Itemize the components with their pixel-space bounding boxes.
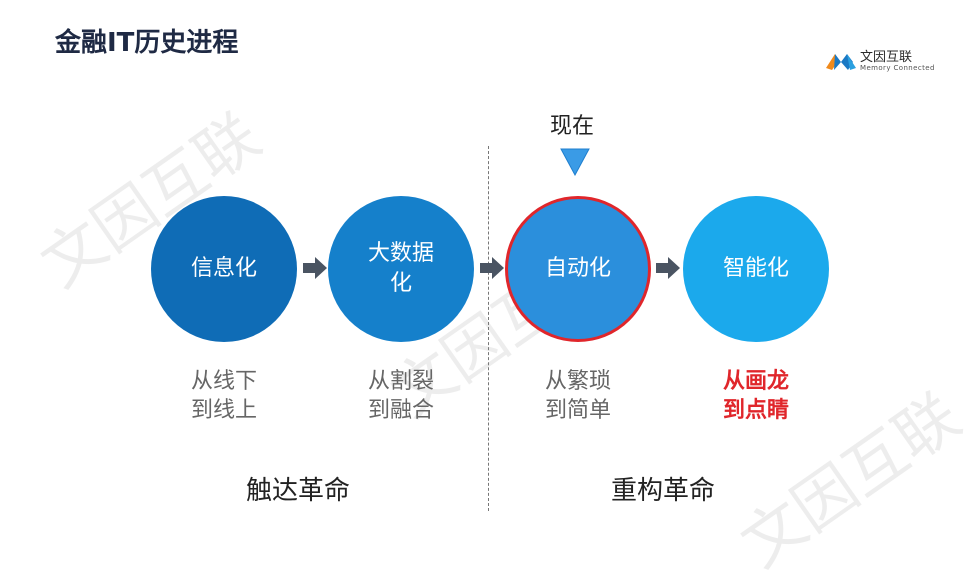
arrow-right-icon <box>303 257 327 279</box>
stage-description: 从线下 到线上 <box>190 369 257 423</box>
era-divider <box>488 146 489 511</box>
now-marker-icon <box>560 148 590 176</box>
revolution-label-reach: 触达革命 <box>246 476 351 506</box>
logo-tagline: Memory Connected <box>860 64 935 72</box>
stage-big-data: 大数据化 <box>328 196 474 342</box>
logo-icon <box>826 54 856 70</box>
now-label: 现在 <box>550 114 595 139</box>
logo-name: 文因互联 <box>860 50 913 65</box>
stage-description-highlight: 从画龙 到点睛 <box>722 369 789 423</box>
stage-label: 自动化 <box>544 256 611 281</box>
revolution-label-restructure: 重构革命 <box>611 476 716 506</box>
stage-automation: 自动化 <box>505 196 651 342</box>
stage-label: 智能化 <box>722 256 789 281</box>
logo: 文因互联 Memory Connected <box>826 46 936 76</box>
stage-description: 从繁琐 到简单 <box>544 369 611 423</box>
stage-informatization: 信息化 <box>151 196 297 342</box>
stage-intelligence: 智能化 <box>683 196 829 342</box>
page-title: 金融IT历史进程 <box>55 28 239 58</box>
arrow-right-icon <box>480 257 504 279</box>
arrow-right-icon <box>656 257 680 279</box>
stage-description: 从割裂 到融合 <box>367 369 434 423</box>
stage-label: 大数据化 <box>367 241 434 296</box>
stage-label: 信息化 <box>190 256 257 281</box>
